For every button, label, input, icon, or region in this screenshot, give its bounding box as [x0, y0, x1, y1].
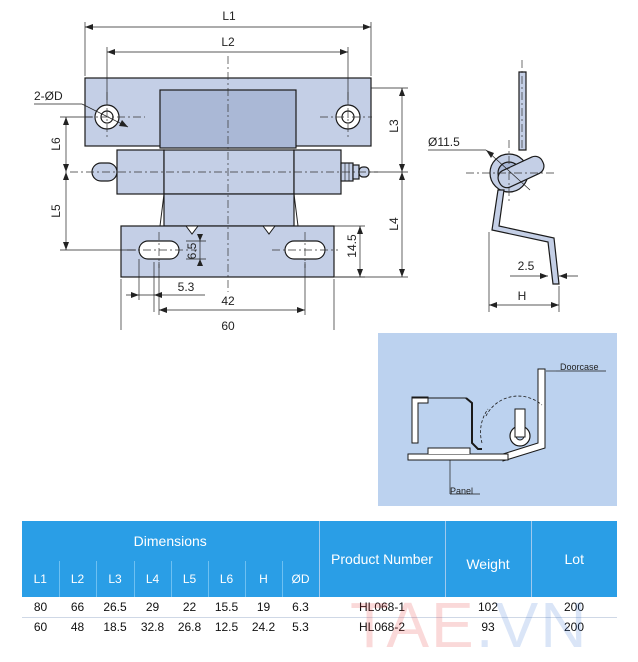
col-header: H	[245, 561, 283, 597]
header-lot: Lot	[530, 521, 617, 597]
lot-cell: 200	[531, 597, 617, 618]
table-cell: 18.5	[96, 617, 134, 637]
col-header: L2	[59, 561, 97, 597]
product-number-cell: HL068-1	[319, 597, 445, 618]
table-cell: 22	[171, 597, 208, 618]
weight-cell: 102	[445, 597, 531, 618]
table-cell: 48	[59, 617, 96, 637]
product-number-cell: HL068-2	[319, 617, 445, 637]
dim-L4: L4	[387, 217, 401, 231]
table-row: 80 66 26.5 29 22 15.5 19 6.3 HL068-1 102…	[22, 597, 617, 618]
technical-drawing: L1 L2 2-ØD L3 L4 L6 L5 6.5 14.5	[34, 9, 578, 330]
table-row: 60 48 18.5 32.8 26.8 12.5 24.2 5.3 HL068…	[22, 617, 617, 637]
header-weight: Weight	[444, 521, 531, 597]
col-header: L4	[134, 561, 172, 597]
dim-diameter: Ø11.5	[428, 135, 460, 149]
dim-L3: L3	[387, 119, 401, 133]
table-cell: 32.8	[134, 617, 171, 637]
table-cell: 12.5	[208, 617, 245, 637]
col-header: L6	[208, 561, 246, 597]
header-product-number: Product Number	[318, 521, 445, 597]
table-cell: 26.8	[171, 617, 208, 637]
dim-5-3: 5.3	[178, 280, 195, 294]
table-cell: 19	[245, 597, 282, 618]
dim-L2: L2	[221, 35, 235, 49]
hinge-barrel	[91, 149, 370, 195]
installation-diagram: Doorcase Panel	[378, 333, 617, 506]
lot-cell: 200	[531, 617, 617, 637]
table-cell: 60	[22, 617, 59, 637]
table-cell: 24.2	[245, 617, 282, 637]
dim-L6: L6	[49, 137, 63, 151]
dim-14-5: 14.5	[345, 234, 359, 258]
weight-cell: 93	[445, 617, 531, 637]
col-header: L5	[171, 561, 209, 597]
dim-L1: L1	[222, 9, 236, 23]
dim-60: 60	[221, 319, 235, 330]
dim-hole-callout: 2-ØD	[34, 89, 63, 103]
table-cell: 26.5	[96, 597, 134, 618]
col-header: ØD	[282, 561, 319, 597]
header-dimensions: Dimensions	[22, 521, 319, 561]
col-header: L1	[22, 561, 60, 597]
table-cell: 66	[59, 597, 96, 618]
col-header: L3	[96, 561, 135, 597]
installation-svg	[407, 368, 606, 495]
label-panel: Panel	[450, 486, 474, 496]
table-cell: 5.3	[282, 617, 319, 637]
table-cell: 29	[134, 597, 171, 618]
table-cell: 15.5	[208, 597, 245, 618]
specification-table: Dimensions Product Number Weight Lot L1 …	[22, 521, 617, 637]
label-doorcase: Doorcase	[560, 362, 599, 372]
dim-42: 42	[221, 294, 235, 308]
dim-H: H	[518, 289, 527, 303]
dim-L5: L5	[49, 204, 63, 218]
dim-thickness: 2.5	[518, 259, 535, 273]
table-cell: 80	[22, 597, 59, 618]
dim-6-5: 6.5	[185, 242, 199, 259]
table-cell: 6.3	[282, 597, 319, 618]
hinge-side-view	[489, 71, 560, 285]
